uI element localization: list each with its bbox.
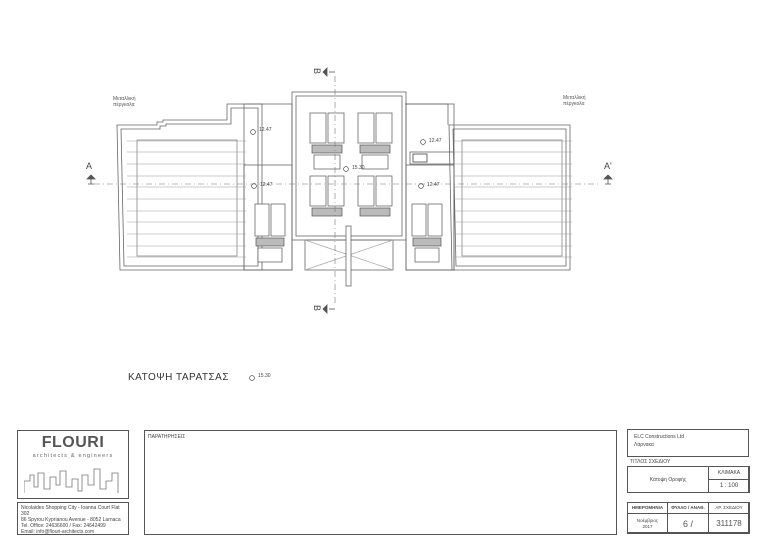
- pergola-label-left: Μεταλλική πέργκολα: [113, 96, 136, 108]
- section-b-bottom-label: B: [312, 304, 323, 312]
- firm-tagline: architects & engineers: [32, 453, 114, 459]
- scale-label: ΚΛΙΜΑΚΑ: [708, 466, 750, 480]
- drawing-no-value: 311178: [708, 513, 750, 534]
- right-wing-outline: [448, 124, 571, 271]
- section-a-right-label: A': [604, 161, 612, 171]
- drawing-title-box: Κάτοψη Οροφής ΚΛΙΜΑΚΑ 1 : 100: [627, 466, 750, 493]
- drawing-info-table: ΗΜΕΡΟΜΗΝΙΑ ΦΥΛΛΟ / ΑΝΑΘ. ΑΡ. ΣΧΕΔΙΟΥ Νοέ…: [627, 502, 750, 534]
- skyline-logo-icon: [24, 468, 119, 493]
- remarks-label: ΠΑΡΑΤΗΡΗΣΕΙΣ: [148, 434, 186, 440]
- client-location: Λάρνακα: [634, 442, 654, 448]
- section-a-left-label: A: [86, 161, 93, 171]
- firm-phone: Tel. Office: 24636600 / Fax: 24642499: [21, 523, 106, 529]
- drawing-title: Κάτοψη Οροφής: [649, 476, 687, 483]
- section-b-top-label: B: [312, 67, 323, 75]
- firm-logo-box: FLOURI architects & engineers: [17, 430, 129, 499]
- level-marker: 12.47: [429, 138, 442, 144]
- firm-address-2: 86 Spyrou Kyprianou Avenue - 8052 Larnac…: [21, 517, 121, 523]
- level-marker: 12.47: [427, 182, 440, 188]
- remarks-box: ΠΑΡΑΤΗΡΗΣΕΙΣ: [144, 430, 617, 535]
- level-marker: 12.47: [260, 182, 273, 188]
- left-wing-outline: [116, 103, 263, 271]
- sheet-value: 6 /: [667, 513, 709, 534]
- firm-email: Email: info@flouri-architects.com: [21, 529, 95, 535]
- level-marker: 15.30: [352, 165, 365, 171]
- right-pergola: [461, 139, 563, 257]
- client-box: ELC Constructions Ltd Λάρνακα: [627, 429, 749, 457]
- plan-title-level: 15.30: [258, 373, 271, 379]
- solar-heaters: [254, 112, 443, 263]
- plan-title: ΚΑΤΟΨΗ ΤΑΡΑΤΣΑΣ: [128, 372, 230, 383]
- drawing-title-label: ΤΙΤΛΟΣ ΣΧΕΔΙΟΥ: [630, 459, 671, 465]
- firm-name: FLOURI: [41, 434, 105, 451]
- client-name: ELC Constructions Ltd: [634, 434, 685, 440]
- date-value: Νοέμβριος 2017: [627, 513, 668, 534]
- level-marker: 12.47: [259, 127, 272, 133]
- scale-value: 1 : 100: [708, 479, 750, 493]
- firm-contact-box: Nicolaides Shopping City - Ioanna Court …: [17, 502, 129, 535]
- left-pergola: [136, 139, 238, 257]
- firm-address-1: Nicolaides Shopping City - Ioanna Court …: [21, 505, 120, 517]
- pergola-label-right: Μεταλλική πέργκολα: [563, 95, 586, 107]
